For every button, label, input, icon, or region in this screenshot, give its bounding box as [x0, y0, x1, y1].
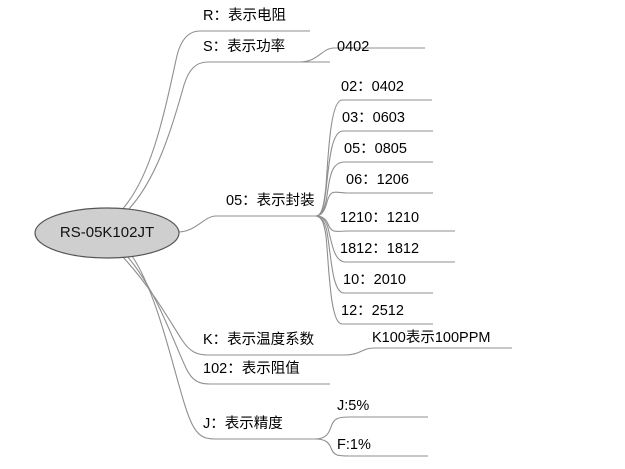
- wire-s-to-0402: [299, 47, 425, 63]
- wire-root-to-pkg: [177, 215, 316, 233]
- branch-label-resistance[interactable]: 102：表示阻值: [203, 361, 300, 377]
- leaf-label-f1[interactable]: F:1%: [337, 437, 371, 453]
- wire-pkg-to-12: [315, 215, 433, 325]
- leaf-label-pkg-1210[interactable]: 1210：1210: [340, 210, 420, 226]
- wire-root-to-k: [121, 255, 345, 356]
- leaf-label-pkg-1812[interactable]: 1812：1812: [340, 241, 420, 257]
- wire-pkg-to-05: [315, 161, 433, 217]
- wire-j-to-j5: [314, 416, 428, 440]
- wire-pkg-to-06: [315, 191, 433, 217]
- leaf-label-pkg-02[interactable]: 02：0402: [341, 79, 404, 95]
- root-node-label: RS-05K102JT: [59, 224, 155, 241]
- wire-k-to-k100: [344, 347, 512, 356]
- branch-label-j[interactable]: J：表示精度: [203, 416, 283, 432]
- branch-label-r[interactable]: R：表示电阻: [203, 8, 286, 24]
- leaf-label-pkg-10[interactable]: 10：2010: [343, 272, 406, 288]
- wire-pkg-to-1812: [315, 215, 455, 263]
- wire-root-to-j: [131, 255, 315, 440]
- leaf-label-s-0402[interactable]: 0402: [337, 39, 370, 55]
- branch-label-k[interactable]: K：表示温度系数: [203, 332, 315, 348]
- leaf-label-pkg-06[interactable]: 06：1206: [346, 172, 409, 188]
- branch-label-s[interactable]: S：表示功率: [203, 39, 286, 55]
- root-node-ellipse[interactable]: [34, 207, 180, 259]
- leaf-label-pkg-12[interactable]: 12：2512: [341, 303, 404, 319]
- leaf-label-pkg-03[interactable]: 03：0603: [342, 110, 405, 126]
- wire-pkg-to-03: [315, 130, 433, 217]
- branch-label-package[interactable]: 05：表示封装: [226, 193, 315, 209]
- wire-root-to-s: [125, 61, 330, 213]
- wire-root-to-r: [119, 30, 310, 213]
- wire-j-to-f1: [314, 438, 428, 457]
- leaf-label-k100[interactable]: K100表示100PPM: [372, 330, 491, 346]
- leaf-label-pkg-05[interactable]: 05：0805: [344, 141, 407, 157]
- leaf-label-j5[interactable]: J:5%: [337, 398, 370, 414]
